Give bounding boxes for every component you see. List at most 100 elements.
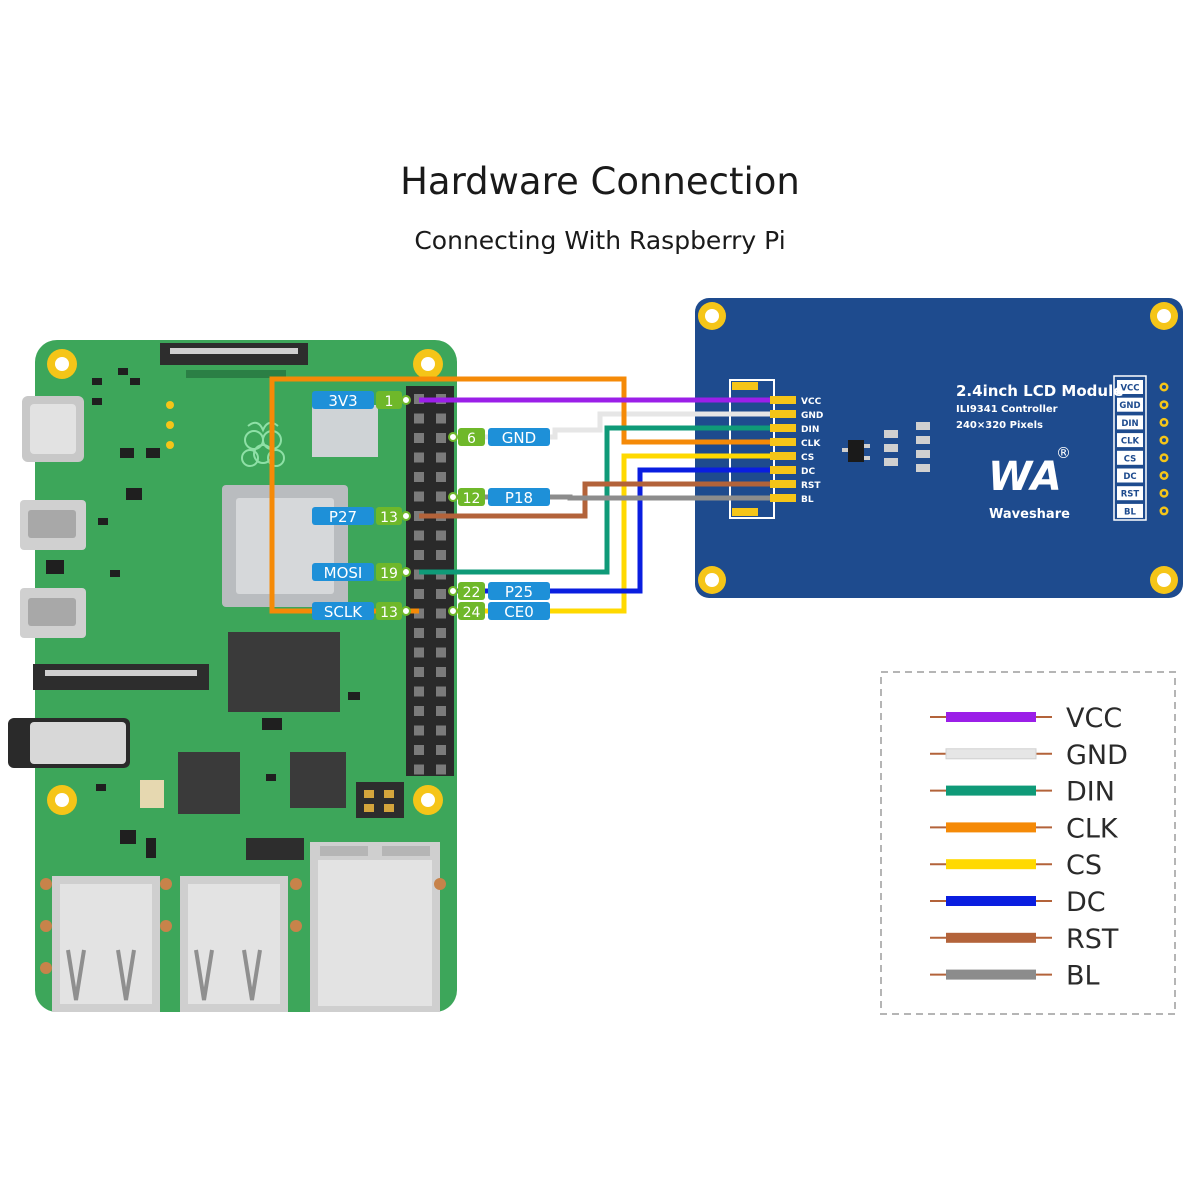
pin-label: CE0 [504,603,534,621]
diagram-title: Hardware Connection [400,160,800,203]
gpio-pin [414,530,424,541]
side-header-pin-label: RST [1121,490,1140,500]
gpio-pin [436,530,446,541]
pin-label: P27 [329,508,357,526]
pin-connector-dot-icon [401,567,411,577]
pin-number: 1 [385,394,394,410]
pin-number: 22 [463,585,481,601]
legend-label: BL [1066,961,1100,992]
ram-chip [228,632,340,712]
pin-number: 12 [463,491,481,507]
gpio-pin [436,667,446,677]
pin-label: 3V3 [328,392,357,410]
pin-connector-dot-icon [448,606,458,616]
legend-swatch [946,896,1036,906]
gpio-pin [436,628,446,638]
pin-number-box [376,563,402,581]
pin-label: P25 [505,583,533,601]
pin-number: 13 [380,510,398,526]
pin-connector-dot-icon [401,606,411,616]
side-header-frame [1113,375,1147,521]
lcd-connector-pin [770,494,796,502]
gpio-pin [414,550,424,560]
pin-label-box [488,488,550,506]
gpio-pin [436,608,446,619]
pin-label: SCLK [324,603,363,621]
gpio-pin [436,550,446,560]
gpio-pin [414,745,424,755]
side-header-pin-label: DC [1123,472,1136,482]
pin-label: MOSI [324,564,363,582]
legend-label: GND [1066,740,1128,771]
pi-pin-p27: P27 13 [312,507,411,526]
legend-item-vcc: VCC [930,703,1122,734]
lcd-connector-pin [770,424,796,432]
pin-number-box [376,507,402,525]
legend-label: VCC [1066,703,1122,734]
pin-number: 19 [380,566,398,582]
gpio-pin [436,725,446,736]
side-header-pin-label: CLK [1121,437,1140,447]
legend-label: DIN [1066,777,1115,808]
pin-number-box [458,602,485,620]
gpio-pin [414,413,424,424]
pin-label-box [312,391,374,409]
legend-item-bl: BL [930,961,1100,992]
legend-swatch [945,748,1037,760]
lcd-connector-pin-label: VCC [801,397,822,407]
gpio-pin [414,686,424,697]
gpio-pin [414,725,424,736]
pi-pin-p18: 12 P18 [448,488,550,507]
side-header-pin-box [1117,397,1143,412]
pin-label: GND [502,429,536,447]
gpio-pin [414,667,424,677]
legend-item-cs: CS [930,850,1102,881]
lcd-connector-pin [770,452,796,460]
pin-label: P18 [505,489,533,507]
gpio-pin [436,452,446,463]
wire-clk [269,376,770,614]
pi-pin-gnd: 6 GND [448,428,550,447]
registered-mark: ® [1056,444,1071,462]
pin-connector-dot-icon [448,492,458,502]
lcd-connector-pin-label: CLK [801,439,821,449]
legend-label: CLK [1066,813,1119,844]
side-header-pin-label: CS [1124,454,1137,464]
side-header-pin-box [1117,486,1143,501]
pin-number-box [458,428,485,446]
pin-connector-dot-icon [448,586,458,596]
legend-swatch [946,785,1036,796]
poe-header [356,782,404,818]
gpio-pin [414,472,424,482]
legend-item-rst: RST [930,924,1119,955]
gpio-pin [414,706,424,716]
pin-number: 6 [467,431,476,447]
lcd-connector-pin-label: GND [801,411,823,421]
pin-label-box [312,602,374,620]
pin-number-box [458,488,485,506]
gpio-header [406,386,454,776]
side-header-pin-box [1117,433,1143,448]
gpio-pin [436,686,446,697]
legend-label: CS [1066,850,1102,881]
legend-swatch [946,932,1036,943]
lcd-connector-pin [770,438,796,446]
pin-number-box [458,582,485,600]
lcd-connector-pin-label: RST [801,481,821,491]
pin-label-box [488,582,550,600]
pin-label-box [312,563,374,581]
side-header-pin-box [1117,450,1143,465]
raspberry-pi-board [8,340,457,1012]
legend-label: DC [1066,887,1106,918]
pin-number: 24 [463,605,481,621]
gpio-pin [414,433,424,443]
legend-item-clk: CLK [930,813,1119,844]
lcd-connector-pin-label: DIN [801,425,819,435]
side-header-pin-label: GND [1119,401,1140,411]
lcd-brand: Waveshare [989,507,1070,522]
gpio-pin [436,491,446,502]
gpio-pin [436,433,446,443]
side-header-pin-label: VCC [1120,384,1139,394]
legend-swatch [946,859,1036,870]
